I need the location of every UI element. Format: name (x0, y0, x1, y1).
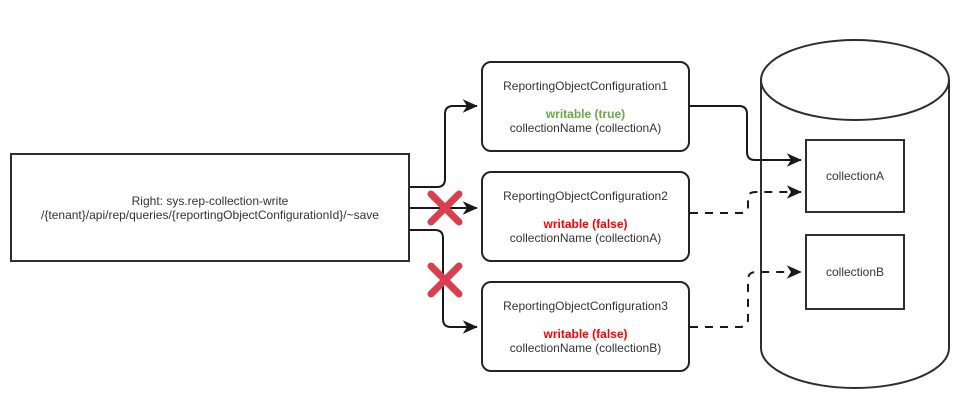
source-path-label: /{tenant}/api/rep/queries/{reportingObje… (41, 207, 379, 222)
config3-collection-label: collectionName (collectionB) (509, 340, 662, 355)
config3-title: ReportingObjectConfiguration3 (503, 298, 668, 313)
cross-icon (427, 262, 463, 298)
collectionA-label: collectionA (825, 169, 885, 183)
arrow-config3-to-collectionB (690, 265, 802, 328)
config2-writable-label: writable (false) (543, 216, 628, 231)
config1-title: ReportingObjectConfiguration1 (503, 78, 668, 93)
source-node: Right: sys.rep-collection-write /{tenant… (10, 153, 410, 262)
arrow-config1-to-collectionA (690, 105, 802, 167)
collectionA-node: collectionA (805, 139, 905, 213)
cross-icon (427, 190, 463, 226)
arrow-source-to-config1 (410, 99, 478, 188)
config1-node: ReportingObjectConfiguration1 writable (… (481, 61, 690, 152)
config2-collection-label: collectionName (collectionA) (509, 230, 662, 245)
database-cylinder-icon (760, 39, 950, 389)
config1-writable-label: writable (true) (545, 106, 626, 121)
config3-node: ReportingObjectConfiguration3 writable (… (481, 281, 690, 372)
collectionB-label: collectionB (825, 265, 885, 279)
source-right-label: Right: sys.rep-collection-write (131, 193, 289, 208)
config2-node: ReportingObjectConfiguration2 writable (… (481, 171, 690, 262)
collectionB-node: collectionB (805, 234, 905, 310)
config3-writable-label: writable (false) (543, 326, 628, 341)
config2-title: ReportingObjectConfiguration2 (503, 188, 668, 203)
arrow-config2-to-collectionA (690, 185, 802, 214)
config1-collection-label: collectionName (collectionA) (509, 120, 662, 135)
